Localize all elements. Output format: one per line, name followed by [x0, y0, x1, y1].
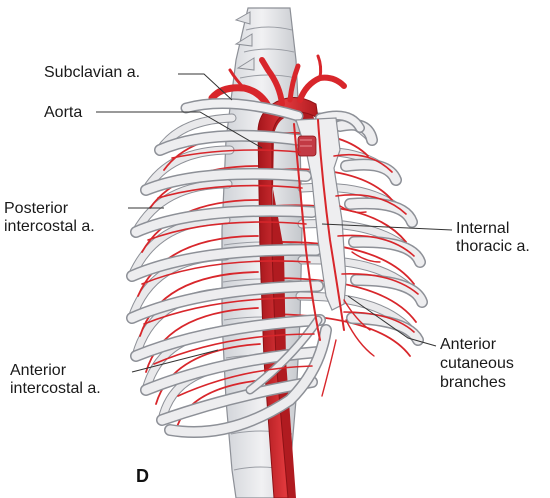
- internal-thoracic-artery: [293, 119, 345, 341]
- label-aorta: Aorta: [44, 104, 83, 121]
- label-anterior-intercostal-line1: Anterior: [10, 362, 67, 379]
- label-anterior-cutaneous-line2: cutaneous: [440, 355, 514, 372]
- leader-cutaneous: [347, 295, 437, 347]
- panel-letter: D: [136, 466, 149, 486]
- leader-anterior-intercostal: [131, 349, 219, 373]
- label-anterior-cutaneous-line3: branches: [440, 374, 506, 391]
- leader-aorta: [96, 111, 263, 149]
- leader-subclavian: [178, 73, 233, 101]
- label-posterior-intercostal-line1: Posterior: [4, 200, 69, 217]
- leader-lines: [96, 73, 453, 373]
- aorta: [208, 54, 347, 498]
- label-internal-thoracic-line1: Internal: [456, 220, 510, 237]
- label-subclavian-artery: Subclavian a.: [44, 64, 141, 81]
- leader-internal-thoracic: [321, 223, 453, 231]
- label-posterior-intercostal-line2: intercostal a.: [4, 218, 95, 235]
- label-anterior-cutaneous-line1: Anterior: [440, 336, 497, 353]
- label-internal-thoracic-line2: thoracic a.: [456, 238, 530, 255]
- anterior-intercostal-arteries: [141, 149, 419, 397]
- label-anterior-intercostal-line2: intercostal a.: [10, 380, 101, 397]
- anterior-ribs: [126, 98, 428, 438]
- anterior-cutaneous-branches: [321, 205, 381, 397]
